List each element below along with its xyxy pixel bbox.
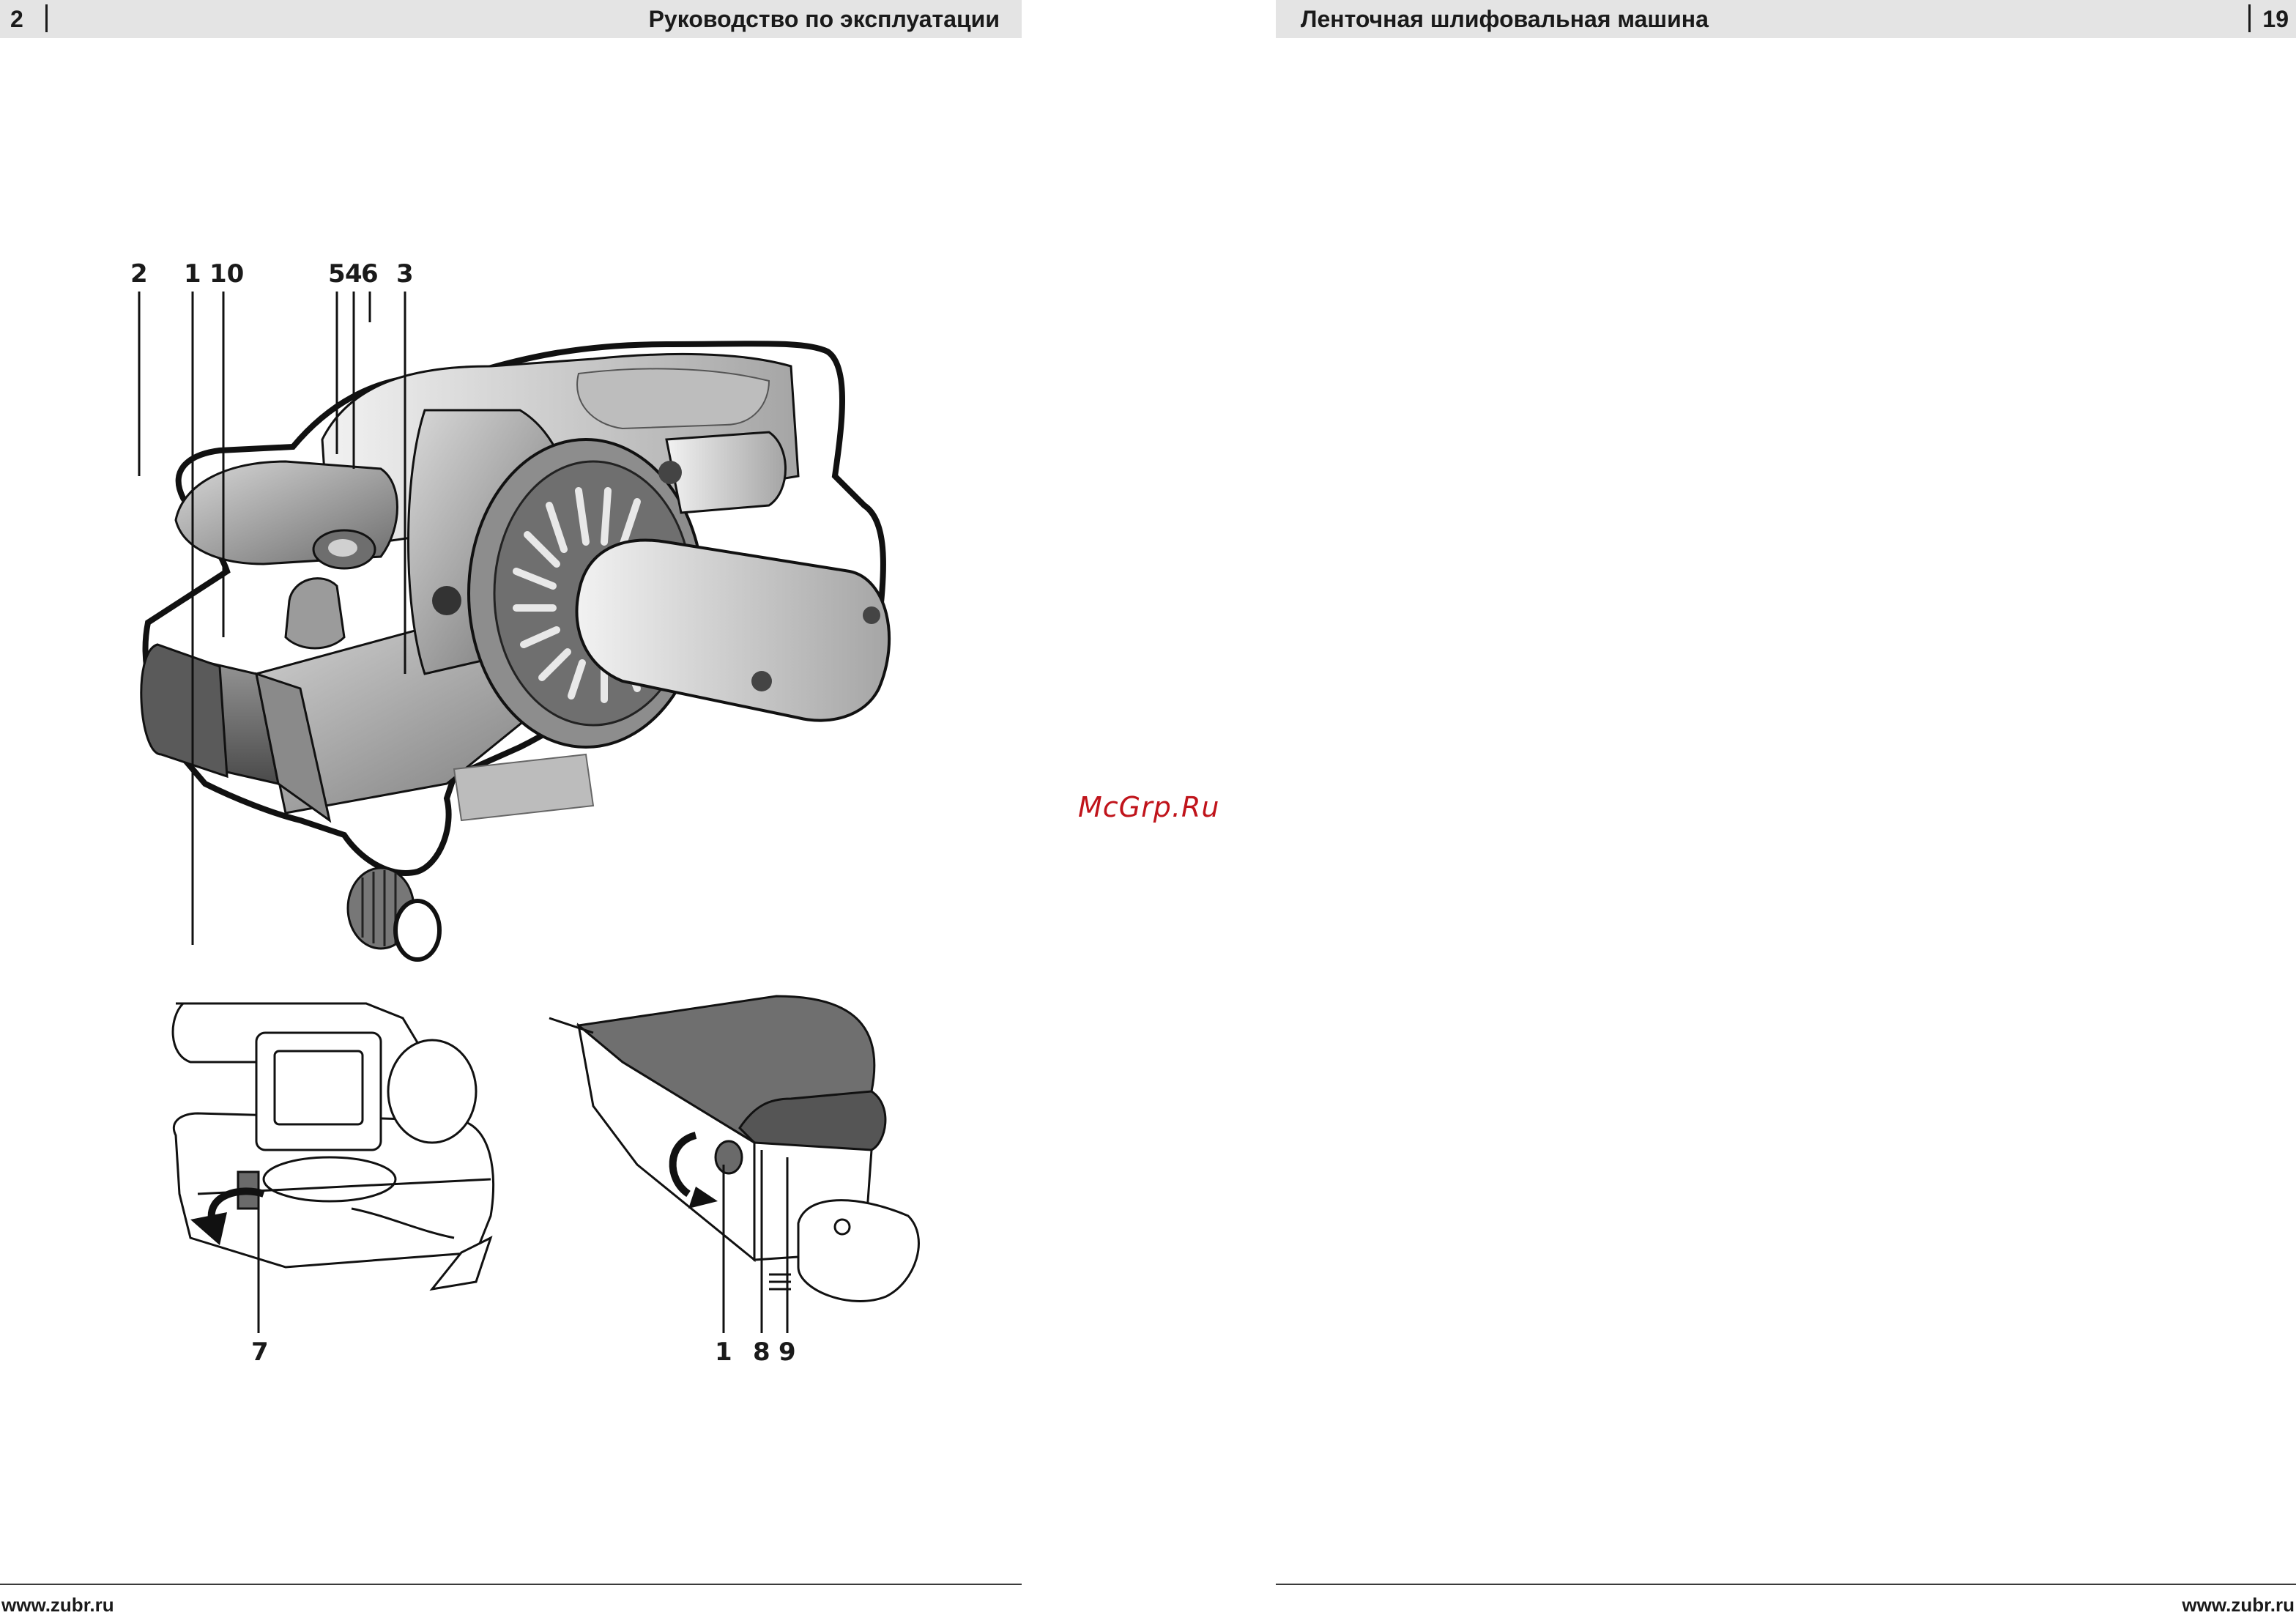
belt-sander-figure: 2 1 10 5 4 6 3 7 xyxy=(110,242,937,1384)
right-footer-url: www.zubr.ru xyxy=(2182,1594,2295,1616)
header-divider xyxy=(45,4,48,32)
callout-3: 3 xyxy=(396,259,414,289)
callout-1: 1 xyxy=(184,259,201,289)
left-footer-url: www.zubr.ru xyxy=(1,1594,114,1616)
callout-8: 8 xyxy=(753,1337,770,1367)
callout-4: 4 xyxy=(345,259,363,289)
left-page-number: 2 xyxy=(10,4,23,34)
right-page-number: 19 xyxy=(2262,4,2289,34)
left-header-title: Руководство по эксплуатации xyxy=(649,4,1000,34)
callout-10: 10 xyxy=(209,259,244,289)
left-footer-rule xyxy=(0,1584,1022,1585)
header-divider xyxy=(2248,4,2251,32)
watermark: McGrp.Ru xyxy=(1078,791,1219,823)
callout-2: 2 xyxy=(130,259,148,289)
callout-7: 7 xyxy=(251,1337,269,1367)
callout-9: 9 xyxy=(779,1337,796,1367)
callout-1: 1 xyxy=(715,1337,732,1367)
lever-detail-drawing xyxy=(173,1003,494,1289)
right-header-title: Ленточная шлифовальная машина xyxy=(1301,4,1709,34)
callout-6: 6 xyxy=(361,259,379,289)
main-machine-drawing xyxy=(141,344,889,960)
callout-5: 5 xyxy=(328,259,346,289)
detail-callouts: 1 8 9 xyxy=(715,1337,796,1367)
right-footer-rule xyxy=(1276,1584,2296,1585)
right-page-header: Ленточная шлифовальная машина 19 xyxy=(1276,0,2296,38)
belt-tracking-detail-drawing xyxy=(549,996,918,1301)
main-callouts: 2 1 10 5 4 6 3 xyxy=(130,259,414,289)
left-page-header: 2 Руководство по эксплуатации xyxy=(0,0,1022,38)
